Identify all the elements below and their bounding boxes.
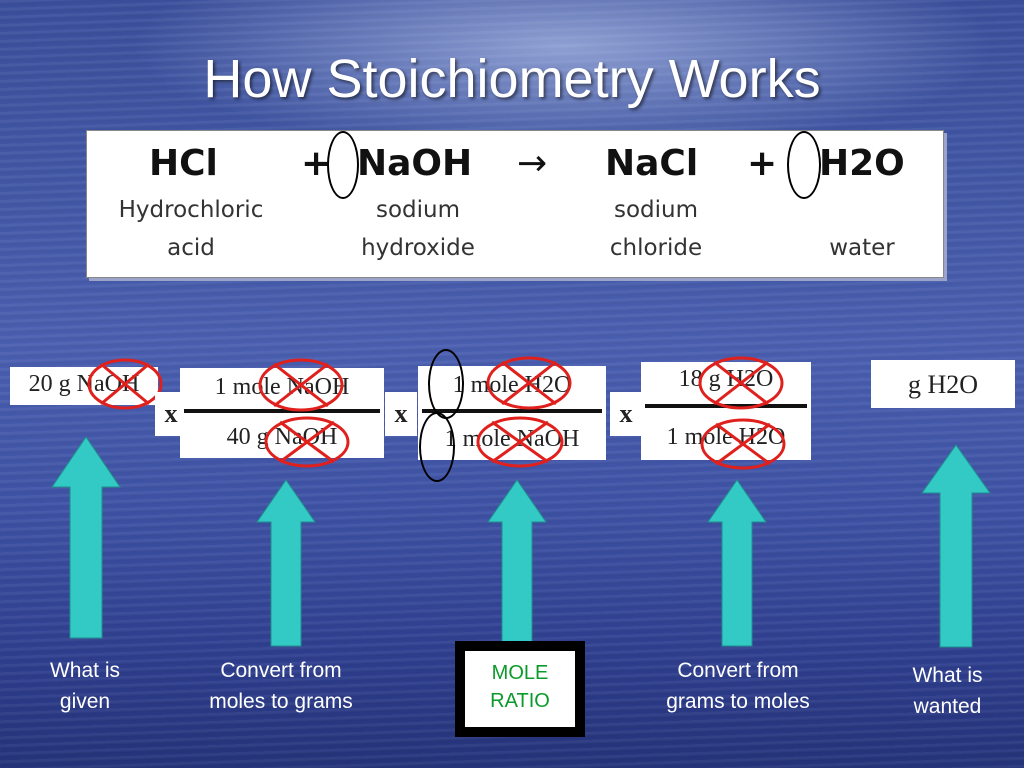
result-value: g H2O [907, 370, 979, 399]
naoh-name-line2: hydroxide [361, 235, 475, 261]
result-box: g H2O [871, 360, 1015, 408]
fraction1-denominator: 40 g NaOH [226, 424, 338, 450]
fraction1-numerator: 1 mole NaOH [214, 374, 350, 400]
coefficient-ellipse-naoh [327, 131, 359, 199]
up-arrow-moles-to-grams [256, 479, 316, 647]
up-arrow-mole-ratio [487, 479, 547, 645]
cancel-mark-given [87, 358, 163, 410]
plus-sign-2: + [747, 143, 778, 184]
hcl-formula: HCl [149, 143, 218, 184]
up-arrow-given [51, 436, 121, 639]
cancel-mark-f1-num [258, 358, 344, 412]
multiply-sign-2: x [385, 392, 417, 436]
caption-wanted: What is wanted [912, 664, 983, 718]
equation-box: HCl + NaOH → NaCl + H2O Hydrochloric aci… [86, 130, 944, 278]
cancel-mark-f3-num [698, 356, 784, 410]
fraction-moles-to-grams: 1 mole NaOH 40 g NaOH [180, 368, 384, 458]
up-arrow-grams-to-moles [707, 479, 767, 647]
slide-title: How Stoichiometry Works [203, 49, 821, 109]
given-box: 20 g NaOH [10, 367, 158, 405]
coefficient-ellipse-h2o [787, 131, 821, 199]
mole-ratio-label: MOLE RATIO [465, 651, 575, 727]
cancel-mark-f3-den [700, 418, 786, 470]
hcl-name-line1: Hydrochloric [118, 197, 264, 223]
h2o-name: water [829, 235, 895, 261]
nacl-name-line1: sodium [613, 197, 699, 223]
fraction2-bar [422, 409, 602, 413]
given-value: 20 g NaOH [28, 371, 140, 397]
fraction2-numerator: 1 mole H2O [452, 372, 572, 398]
naoh-formula: NaOH [357, 143, 473, 184]
nacl-name-line2: chloride [609, 235, 703, 261]
cancel-mark-f2-den [476, 416, 564, 468]
fraction1-bar [184, 409, 380, 413]
up-arrow-wanted [921, 444, 991, 648]
caption-given: What is given [49, 659, 120, 713]
nacl-formula: NaCl [605, 143, 699, 184]
multiply-sign-3: x [610, 392, 642, 436]
cancel-mark-f1-den [264, 416, 350, 468]
caption-moles-to-grams: Convert from moles to grams [209, 659, 353, 713]
cancel-mark-f2-num [486, 356, 572, 410]
coefficient-ellipse-naoh-ratio [419, 412, 455, 482]
coefficient-ellipse-h2o-ratio [428, 349, 464, 419]
hcl-name-line2: acid [167, 235, 215, 261]
naoh-name-line1: sodium [375, 197, 461, 223]
reaction-arrow: → [517, 143, 548, 184]
h2o-formula: H2O [819, 143, 905, 184]
caption-grams-to-moles: Convert from grams to moles [666, 659, 810, 713]
mole-ratio-box: MOLE RATIO [455, 641, 585, 737]
